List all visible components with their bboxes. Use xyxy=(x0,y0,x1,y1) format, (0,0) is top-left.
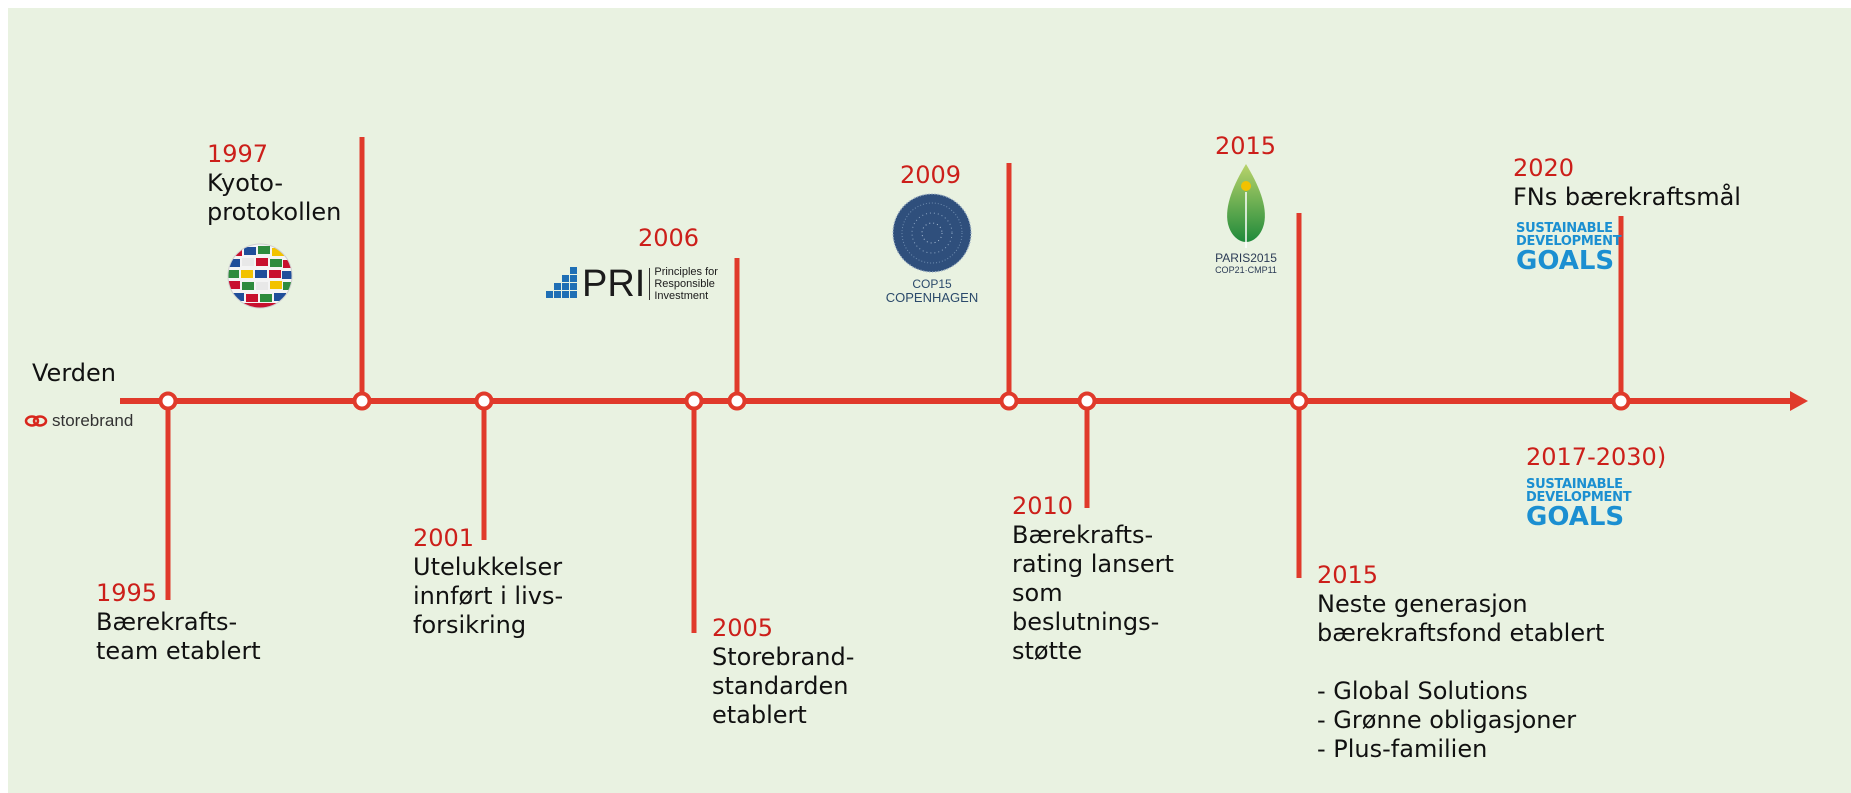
event-year: 2015 xyxy=(1317,561,1379,589)
event-text-line: Utelukkelser xyxy=(413,553,563,581)
event-2006-year: 2006 xyxy=(638,224,700,252)
node-2009 xyxy=(999,391,1019,411)
sdg-line: DEVELOPMENT xyxy=(1516,234,1622,249)
event-text-line: Storebrand- xyxy=(712,643,855,671)
event-2010: 2010 Bærekrafts- rating lansert som besl… xyxy=(1012,492,1174,666)
event-text-line: innført i livs- xyxy=(413,582,564,610)
pri-tagline-line: Responsible xyxy=(654,278,715,290)
event-2015-bottom: 2015 Neste generasjon bærekraftsfond eta… xyxy=(1317,561,1604,764)
event-text-line: Bærekrafts- xyxy=(96,608,238,636)
sdg-logo-bottom: SUSTAINABLE DEVELOPMENT GOALS xyxy=(1526,477,1632,532)
event-year: 1997 xyxy=(207,140,269,168)
event-1995: 1995 Bærekrafts- team etablert xyxy=(96,579,261,666)
pri-tagline: Principles for Responsible Investment xyxy=(654,266,718,302)
event-year: 2010 xyxy=(1012,492,1074,520)
event-year: 2005 xyxy=(712,614,774,642)
event-text-line: beslutnings- xyxy=(1012,608,1160,636)
event-year: 1995 xyxy=(96,579,158,607)
pri-divider xyxy=(649,268,651,300)
timeline-graphic xyxy=(120,137,1808,633)
sdg-goals-word: GOALS xyxy=(1516,246,1615,276)
event-text-line: Bærekrafts- xyxy=(1012,521,1154,549)
world-label: Verden xyxy=(32,359,116,387)
timeline-arrowhead xyxy=(1790,391,1808,411)
cop15-city: COPENHAGEN xyxy=(885,290,979,305)
event-text-line: støtte xyxy=(1012,637,1083,665)
event-2001: 2001 Utelukkelser innført i livs- forsik… xyxy=(413,524,563,640)
event-text-line: - Grønne obligasjoner xyxy=(1317,706,1577,734)
node-2015 xyxy=(1289,391,1309,411)
pri-logo: PRI Principles for Responsible Investmen… xyxy=(546,265,718,303)
sdg-line: DEVELOPMENT xyxy=(1526,490,1632,505)
event-text-line: bærekraftsfond etablert xyxy=(1317,619,1605,647)
event-2017-2030-year: 2017-2030) xyxy=(1526,443,1667,471)
paris2015-subtitle: COP21·CMP11 xyxy=(1215,265,1277,275)
event-text-line: - Plus-familien xyxy=(1317,735,1488,763)
pri-tagline-line: Principles for xyxy=(654,266,718,278)
node-1997 xyxy=(352,391,372,411)
sdg-logo-top: SUSTAINABLE DEVELOPMENT GOALS xyxy=(1516,221,1622,276)
event-2005: 2005 Storebrand- standarden etablert xyxy=(712,614,854,730)
paris2015-title: PARIS2015 xyxy=(1215,251,1277,265)
storebrand-chain-icon xyxy=(24,415,48,427)
event-text-line: - Global Solutions xyxy=(1317,677,1528,705)
event-1997: 1997 Kyoto- protokollen xyxy=(207,140,341,227)
sdg-line: SUSTAINABLE xyxy=(1526,477,1623,492)
event-2015-top-year: 2015 xyxy=(1215,132,1277,160)
event-2020: 2020 FNs bærekraftsmål xyxy=(1513,154,1741,212)
event-text-line: FNs bærekraftsmål xyxy=(1513,183,1741,211)
paris-leaf-icon xyxy=(1227,164,1265,248)
sdg-goals-word: GOALS xyxy=(1526,502,1625,532)
storebrand-wordmark: storebrand xyxy=(52,411,134,430)
node-2006 xyxy=(727,391,747,411)
event-text-line: protokollen xyxy=(207,198,342,226)
sdg-line: SUSTAINABLE xyxy=(1516,221,1613,236)
node-2005 xyxy=(684,391,704,411)
event-text-spacer xyxy=(1317,648,1604,677)
pri-squares-icon xyxy=(546,267,577,298)
node-2020 xyxy=(1611,391,1631,411)
event-year: 2020 xyxy=(1513,154,1575,182)
event-text-line: standarden xyxy=(712,672,849,700)
node-2010 xyxy=(1077,391,1097,411)
event-text-line: team etablert xyxy=(96,637,261,665)
event-year: 2001 xyxy=(413,524,475,552)
flags-globe-image xyxy=(227,243,293,309)
event-text-line: Kyoto- xyxy=(207,169,284,197)
cop15-label: COP15 COPENHAGEN xyxy=(878,278,986,305)
timeline-canvas: Verden storebrand 1995 Bærekrafts- team … xyxy=(8,8,1851,793)
storebrand-logo: storebrand xyxy=(24,411,133,431)
event-2009-year: 2009 xyxy=(900,161,962,189)
cop15-globe-icon xyxy=(892,193,972,273)
event-text-line: forsikring xyxy=(413,611,527,639)
node-2001 xyxy=(474,391,494,411)
pri-wordmark: PRI xyxy=(582,263,646,305)
pri-tagline-line: Investment xyxy=(654,290,709,302)
event-text-line: Neste generasjon xyxy=(1317,590,1528,618)
event-text-line: rating lansert xyxy=(1012,550,1174,578)
cop15-title: COP15 xyxy=(912,277,952,291)
event-text-line: etablert xyxy=(712,701,807,729)
paris2015-label: PARIS2015 COP21·CMP11 xyxy=(1208,252,1284,276)
event-text-line: som xyxy=(1012,579,1063,607)
node-1995 xyxy=(158,391,178,411)
